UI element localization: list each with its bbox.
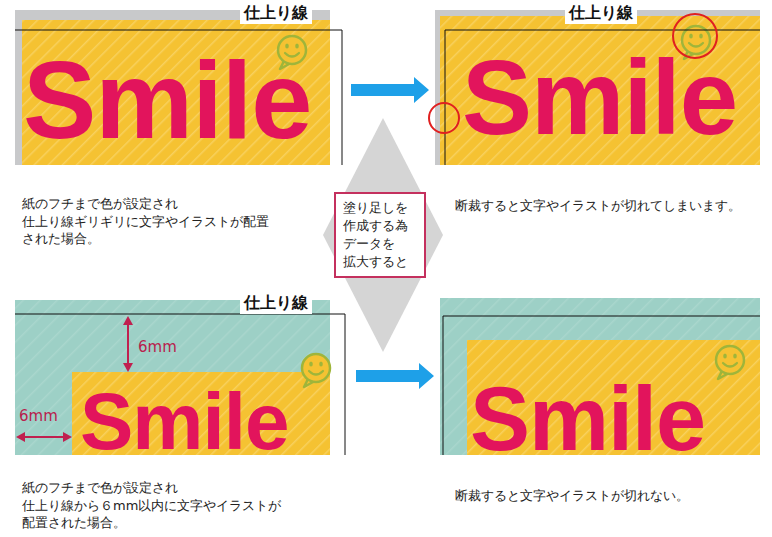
design-area bbox=[22, 20, 330, 165]
smile-text: Smile bbox=[80, 382, 288, 462]
panel: Smile 断裁すると文字やイラストが切れない。 bbox=[440, 290, 760, 537]
smile-text: Smile bbox=[470, 374, 705, 464]
bleed-area bbox=[15, 10, 330, 165]
panel: 仕上り線6mm6mmSmile紙のフチまで色が設定され 仕上り線から６mm以内に… bbox=[15, 290, 350, 537]
note-box: 塗り足しを 作成する為 データを 拡大すると bbox=[334, 192, 426, 278]
caption: 断裁すると文字やイラストが切れてしまいます。 bbox=[455, 197, 755, 215]
caption: 断裁すると文字やイラストが切れない。 bbox=[455, 487, 755, 505]
finish-line-label: 仕上り線 bbox=[240, 292, 312, 314]
design-area bbox=[440, 16, 760, 165]
dimension-label: 6mm bbox=[138, 338, 177, 356]
flow-arrow bbox=[356, 363, 434, 389]
note-text: 塗り足しを 作成する為 データを 拡大すると bbox=[343, 199, 417, 271]
diamond-shape bbox=[323, 118, 443, 352]
flow-arrow bbox=[351, 77, 429, 103]
finish-line bbox=[15, 30, 342, 165]
finish-line-label: 仕上り線 bbox=[240, 2, 312, 24]
caption: 紙のフチまで色が設定され 仕上り線ギリギリに文字やイラストが配置 された場合。 bbox=[22, 195, 332, 248]
smile-text: Smile bbox=[462, 45, 737, 150]
caption: 紙のフチまで色が設定され 仕上り線から６mm以内に文字やイラストが 配置された場… bbox=[22, 479, 332, 532]
smile-text: Smile bbox=[23, 45, 311, 155]
dimension-label: 6mm bbox=[19, 407, 58, 425]
smiley-icon bbox=[716, 346, 744, 379]
finish-line-label: 仕上り線 bbox=[565, 2, 637, 24]
finish-line bbox=[445, 30, 760, 165]
bleed-area bbox=[435, 10, 760, 165]
panel: 仕上り線 Smile 断裁すると文字やイラストが切れてしまいます。 bbox=[435, 0, 760, 255]
panel: 仕上り線 Smile 紙のフチまで色が設定され 仕上り線ギリギリに文字やイラストが配… bbox=[15, 0, 345, 255]
cut-warning-circle bbox=[429, 103, 459, 133]
smiley-icon bbox=[302, 354, 330, 387]
